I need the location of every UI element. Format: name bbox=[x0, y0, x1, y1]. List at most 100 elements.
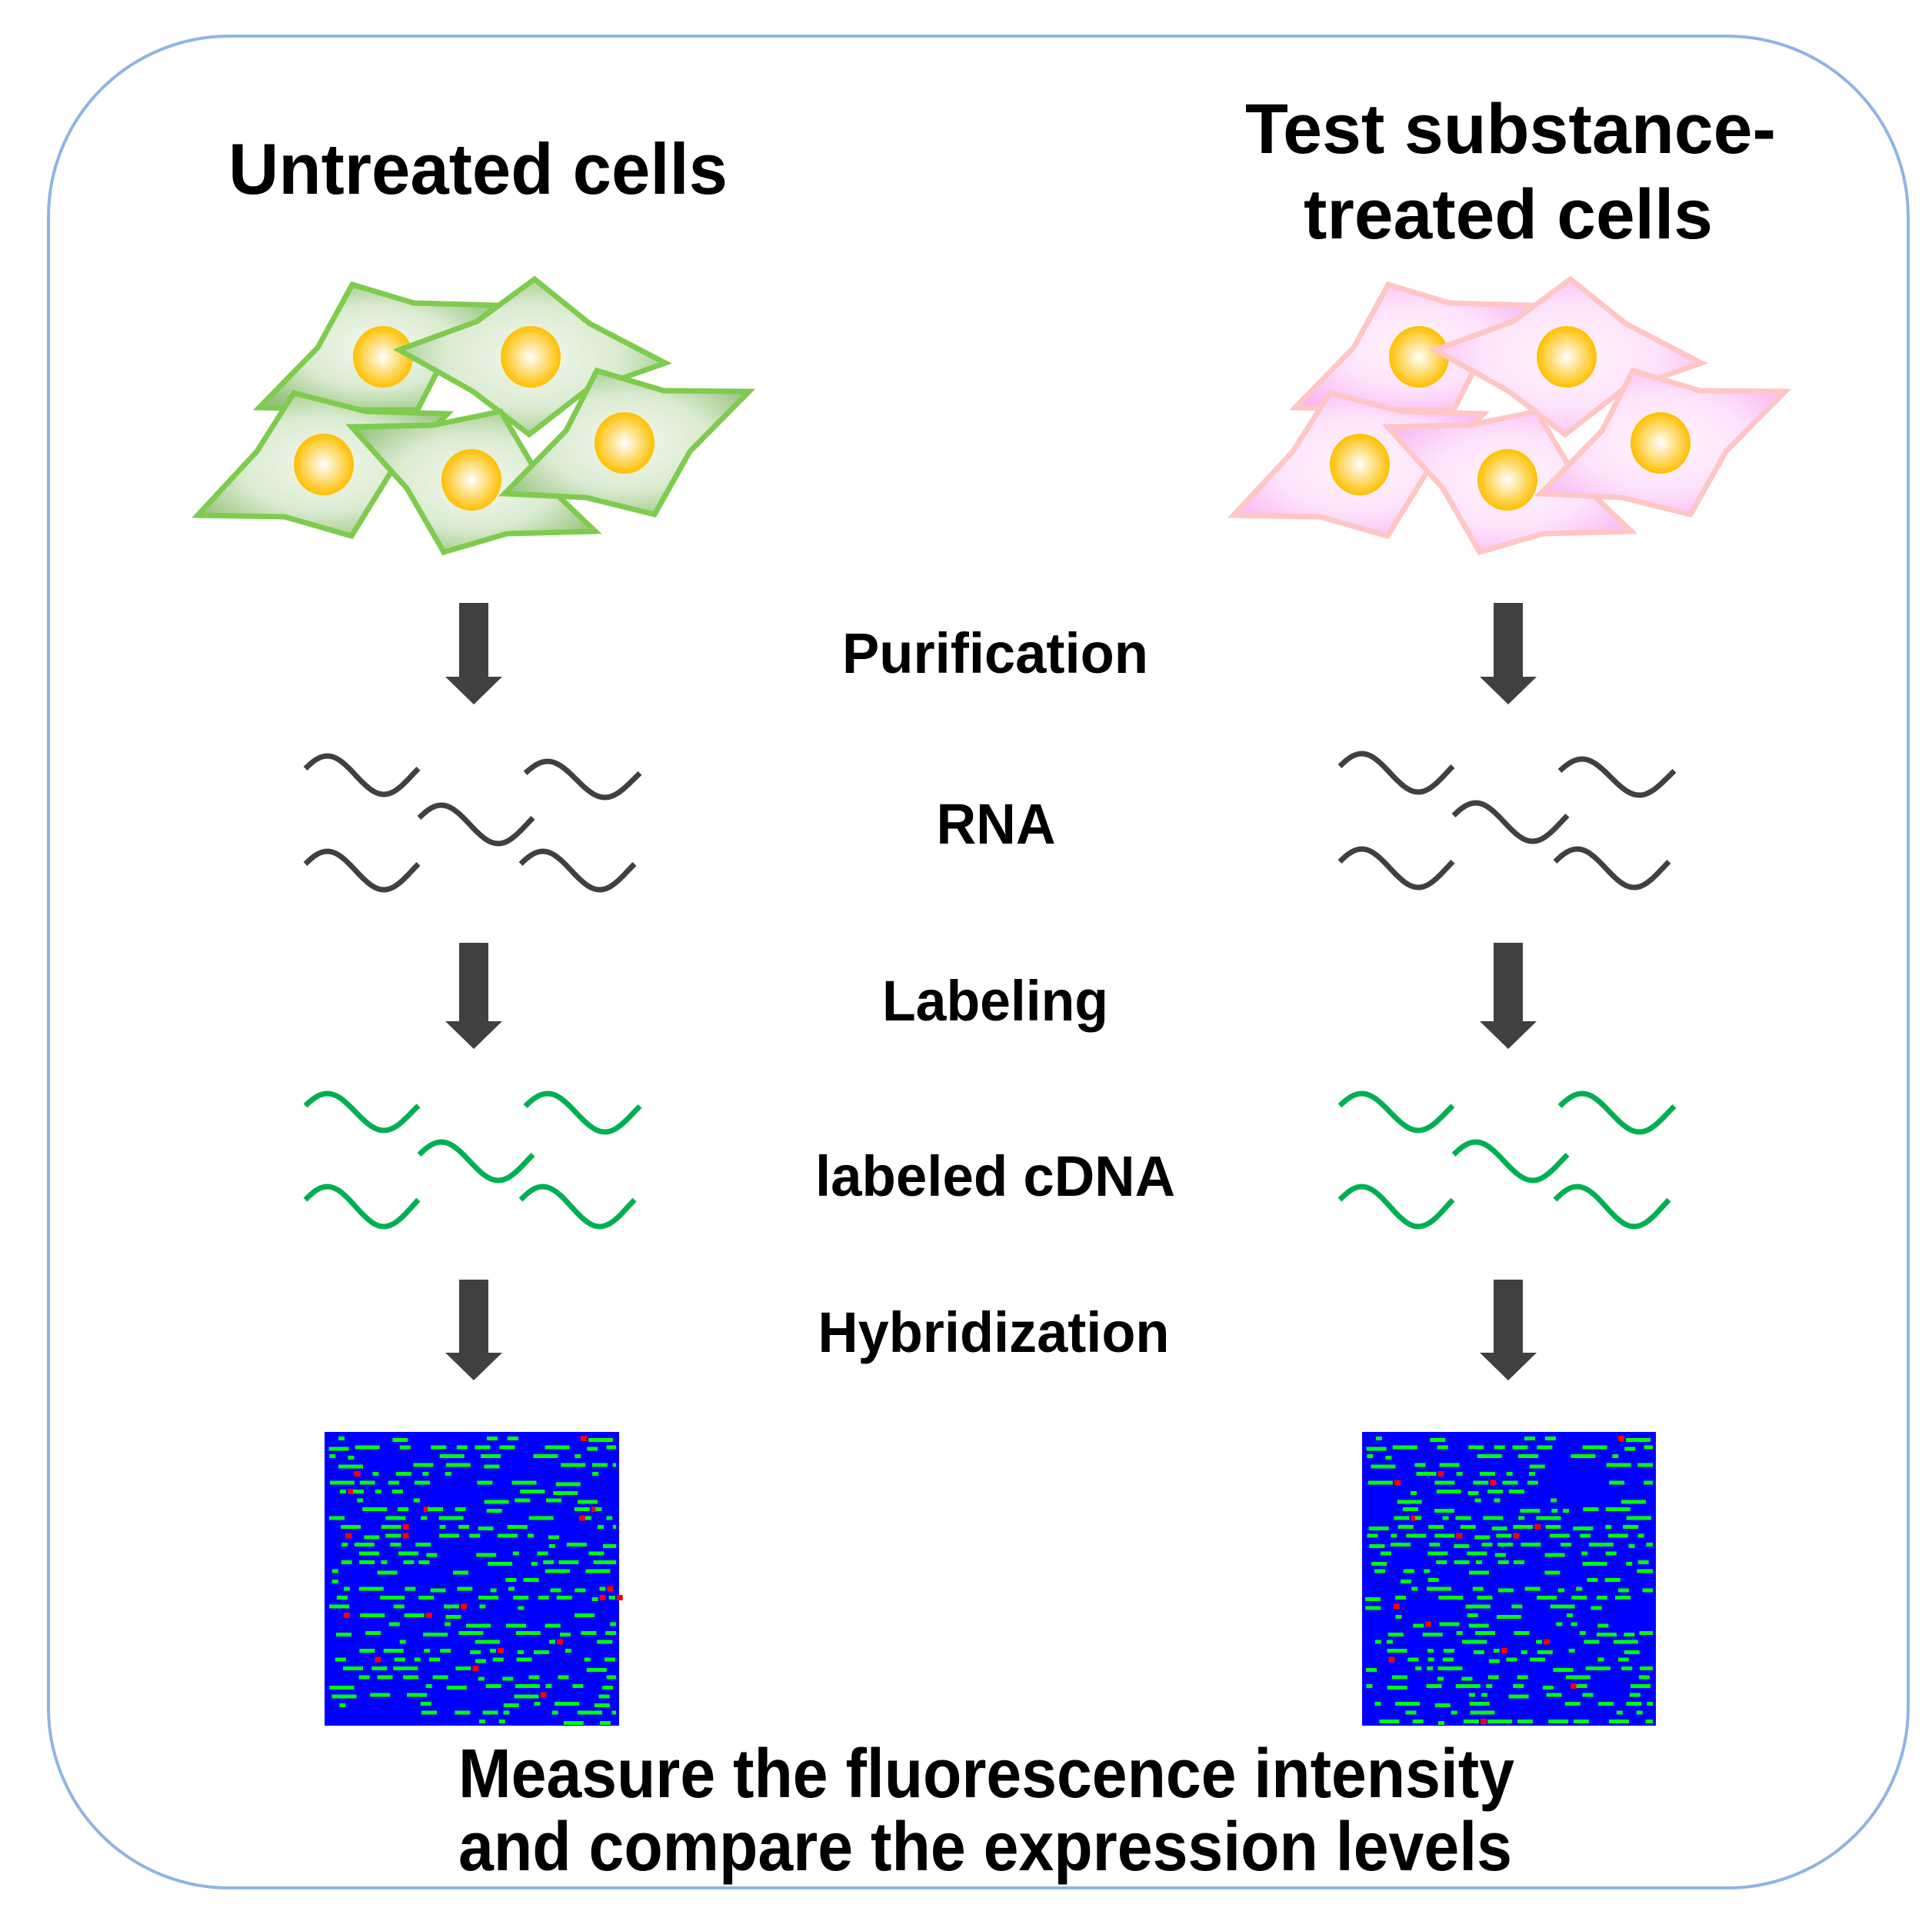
spot-green bbox=[407, 1693, 427, 1697]
spot-green bbox=[503, 1710, 510, 1715]
strand bbox=[417, 1139, 535, 1184]
spot-green bbox=[574, 1507, 590, 1511]
spot-green bbox=[1455, 1684, 1481, 1688]
spot-green bbox=[398, 1551, 418, 1556]
spot-green bbox=[1544, 1553, 1565, 1557]
spot-green bbox=[1624, 1447, 1636, 1451]
spot-green bbox=[1506, 1472, 1513, 1476]
spot-green bbox=[453, 1570, 468, 1575]
spot-green bbox=[1427, 1649, 1434, 1653]
spot-green bbox=[545, 1569, 570, 1573]
spot-green bbox=[1387, 1633, 1404, 1636]
spot-green bbox=[545, 1445, 570, 1450]
spot-green bbox=[581, 1631, 597, 1635]
spot-green bbox=[362, 1507, 388, 1511]
spot-red bbox=[599, 1595, 606, 1600]
spot-green bbox=[1366, 1668, 1377, 1672]
spot-green bbox=[598, 1525, 604, 1529]
spot-green bbox=[445, 1615, 461, 1619]
spot-green bbox=[538, 1596, 549, 1600]
spot-green bbox=[1416, 1472, 1437, 1476]
spot-green bbox=[377, 1675, 393, 1680]
spot-green bbox=[421, 1710, 437, 1715]
spot-green bbox=[381, 1560, 388, 1564]
microarray-right bbox=[1362, 1432, 1656, 1726]
spot-green bbox=[1542, 1686, 1554, 1690]
spot-green bbox=[1468, 1445, 1484, 1450]
spot-green bbox=[1646, 1543, 1653, 1546]
spot-green bbox=[390, 1543, 401, 1546]
spot-green bbox=[422, 1472, 429, 1476]
spot-red bbox=[402, 1533, 409, 1539]
spot-red bbox=[1411, 1515, 1417, 1521]
spot-green bbox=[1576, 1684, 1587, 1688]
spot-green bbox=[1467, 1491, 1479, 1495]
cdna-strands-right bbox=[1337, 1090, 1677, 1230]
spot-green bbox=[1584, 1640, 1600, 1644]
spot-green bbox=[429, 1657, 441, 1662]
spot-green bbox=[1605, 1525, 1612, 1529]
spot-green bbox=[1434, 1703, 1451, 1707]
spot-green bbox=[1451, 1710, 1457, 1715]
spot-green bbox=[428, 1507, 443, 1511]
spot-green bbox=[1583, 1507, 1599, 1511]
spot-green bbox=[1439, 1463, 1460, 1467]
spot-red bbox=[1490, 1480, 1497, 1486]
spot-green bbox=[399, 1445, 411, 1450]
spot-green bbox=[1413, 1623, 1424, 1628]
spot-green bbox=[1628, 1544, 1635, 1548]
spot-green bbox=[1438, 1721, 1444, 1725]
down-arrow-icon bbox=[1480, 603, 1537, 704]
spot-green bbox=[399, 1640, 406, 1644]
strand bbox=[1553, 1184, 1671, 1230]
spot-green bbox=[1397, 1525, 1414, 1529]
down-arrow-icon bbox=[445, 603, 502, 704]
spot-green bbox=[1371, 1562, 1387, 1566]
spot-green bbox=[1494, 1445, 1505, 1450]
spot-green bbox=[392, 1438, 408, 1442]
spot-green bbox=[1460, 1525, 1476, 1529]
strand bbox=[303, 848, 421, 893]
spot-green bbox=[1473, 1480, 1489, 1485]
spot-green bbox=[484, 1500, 509, 1504]
spot-green bbox=[359, 1560, 375, 1564]
spot-green bbox=[612, 1525, 616, 1529]
spot-green bbox=[1437, 1666, 1463, 1670]
spot-green bbox=[1511, 1604, 1523, 1609]
spot-green bbox=[1573, 1526, 1594, 1530]
spot-green bbox=[1411, 1491, 1417, 1495]
spot-green bbox=[558, 1560, 579, 1564]
spot-green bbox=[1626, 1438, 1651, 1442]
spot-green bbox=[1479, 1472, 1495, 1476]
spot-green bbox=[1537, 1445, 1553, 1450]
spot-green bbox=[355, 1445, 380, 1450]
spot-green bbox=[1486, 1684, 1493, 1688]
spot-green bbox=[591, 1463, 608, 1467]
spot-green bbox=[1437, 1445, 1448, 1450]
spot-green bbox=[1474, 1498, 1481, 1503]
spot-green bbox=[477, 1480, 493, 1485]
spot-green bbox=[479, 1720, 485, 1723]
spot-green bbox=[415, 1480, 430, 1485]
spot-green bbox=[1626, 1702, 1642, 1706]
spot-green bbox=[1467, 1613, 1478, 1617]
spot-green bbox=[1567, 1613, 1574, 1617]
spot-green bbox=[1530, 1657, 1546, 1662]
spot-green bbox=[1640, 1666, 1653, 1670]
spot-green bbox=[358, 1675, 370, 1680]
spot-green bbox=[578, 1710, 602, 1715]
spot-green bbox=[555, 1702, 579, 1706]
spot-green bbox=[612, 1463, 616, 1467]
spot-green bbox=[512, 1551, 519, 1556]
spot-red bbox=[347, 1489, 354, 1494]
spot-red bbox=[1534, 1524, 1541, 1530]
spot-green bbox=[1387, 1649, 1407, 1653]
spot-green bbox=[1580, 1533, 1591, 1538]
spot-green bbox=[479, 1604, 486, 1609]
spot-green bbox=[498, 1720, 505, 1723]
spot-green bbox=[1394, 1516, 1410, 1520]
spot-green bbox=[1537, 1596, 1557, 1600]
spot-green bbox=[1427, 1551, 1448, 1556]
spot-green bbox=[523, 1578, 539, 1582]
spot-green bbox=[1487, 1720, 1513, 1723]
